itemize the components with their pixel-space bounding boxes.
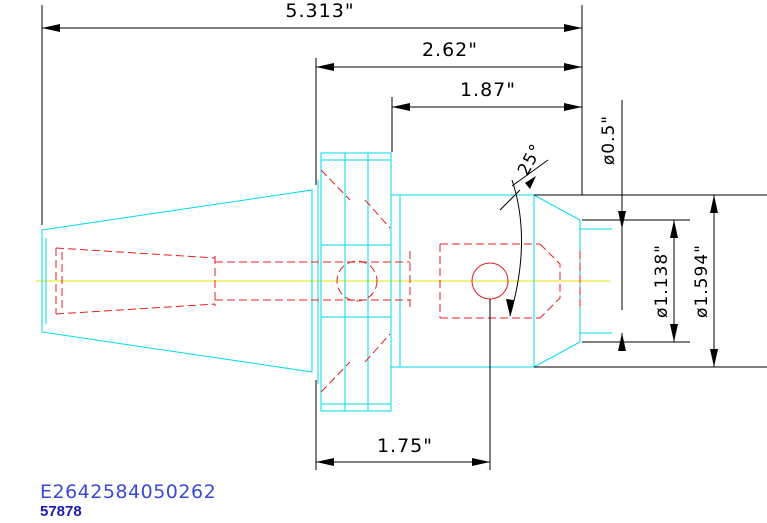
extension-lines (41, 5, 767, 470)
dim-gauge-to-end: 1.87" (392, 79, 582, 111)
dim-overall-length: 5.313" (42, 0, 582, 32)
svg-text:ø1.594": ø1.594" (692, 244, 712, 318)
svg-text:ø1.138": ø1.138" (652, 244, 672, 318)
svg-text:ø0.5": ø0.5" (599, 115, 619, 165)
dim-bore-diameter: ø0.5" (599, 100, 626, 351)
svg-text:25°: 25° (514, 140, 547, 179)
part-outline (41, 152, 612, 412)
dim-flange-to-end: 2.62" (316, 39, 582, 71)
dim-flange-to-hole: 1.75" (316, 435, 490, 466)
svg-text:5.313": 5.313" (285, 0, 354, 22)
part-number: E2642584050262 (40, 481, 217, 503)
item-number: 57878 (40, 503, 82, 520)
dim-angle: 25° (499, 140, 549, 317)
svg-text:2.62": 2.62" (422, 39, 478, 61)
svg-text:1.87": 1.87" (460, 79, 516, 101)
dim-nose-large: ø1.594" (692, 195, 718, 367)
svg-text:1.75": 1.75" (377, 435, 433, 457)
dim-nose-small: ø1.138" (652, 220, 678, 342)
hidden-lines (55, 169, 581, 393)
